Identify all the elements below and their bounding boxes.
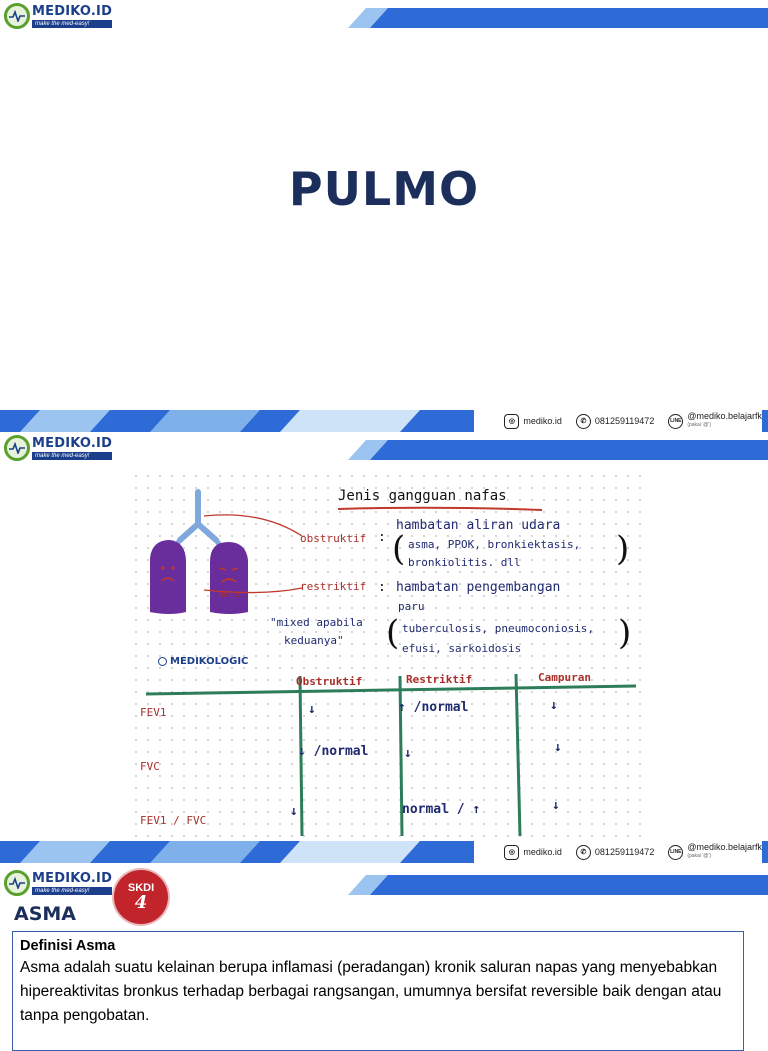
restriktif-colon: : — [378, 580, 386, 595]
handwritten-notes: bete Jenis gangguan nafas obstruktif : h… — [130, 470, 642, 840]
obstruktif-colon: : — [378, 530, 386, 545]
mediko-logo: MEDIKO.ID make the med-easy! — [4, 3, 113, 29]
line-icon: LINE — [668, 844, 684, 860]
slide-footer: ◎mediko.id ✆081259119472 LINE@mediko.bel… — [0, 841, 768, 863]
restriktif-label: restriktif — [300, 580, 367, 593]
obstruktif-description: hambatan aliran udara — [396, 518, 561, 533]
fev1-campuran: ↓ — [550, 698, 558, 713]
obstruktif-brace-open: ( — [392, 529, 406, 569]
header-campuran: Campuran — [538, 671, 591, 684]
pointer-arrows — [203, 514, 303, 594]
heading-underline — [337, 506, 543, 511]
definition-box: Definisi Asma Asma adalah suatu kelainan… — [12, 931, 744, 1051]
logo-name: MEDIKO.ID — [32, 3, 113, 19]
fev1-restriktif: ↑ /normal — [398, 700, 469, 715]
slide-pulmo: MEDIKO.ID make the med-easy! PULMO ◎medi… — [0, 0, 768, 432]
whatsapp-icon: ✆ — [575, 413, 591, 429]
lung-emotion-label: bete — [218, 590, 240, 600]
ratio-restriktif: normal / ↑ — [402, 802, 481, 817]
restriktif-brace-close: ) — [618, 613, 632, 653]
instagram-contact[interactable]: ◎mediko.id — [504, 413, 562, 429]
restriktif-description-1: hambatan pengembangan — [396, 580, 561, 595]
restriktif-examples-2: efusi, sarkoidosis — [402, 642, 522, 655]
restriktif-brace-open: ( — [386, 613, 400, 653]
notes-heading: Jenis gangguan nafas — [338, 488, 507, 504]
line-contact[interactable]: LINE@mediko.belajarfk(pakai '@') — [668, 411, 762, 429]
skdi-level: 4 — [134, 892, 148, 913]
fev1-obstruktif: ↓ — [308, 702, 316, 717]
header-stripe — [348, 440, 768, 460]
fvc-campuran: ↓ — [554, 740, 562, 755]
lungs-illustration — [150, 489, 248, 614]
line-contact[interactable]: LINE@mediko.belajarfk(pakai '@') — [668, 842, 762, 860]
obstruktif-examples-1: asma, PPOK, bronkiektasis, — [408, 538, 581, 551]
obstruktif-examples-2: bronkiolitis. dll — [408, 556, 521, 569]
logo-name: MEDIKO.ID — [32, 870, 113, 886]
medikologic-badge: MEDIKOLOGIC — [158, 656, 248, 667]
fvc-obstruktif: ↓ /normal — [298, 744, 369, 759]
skdi-label: SKDI — [127, 882, 155, 894]
mediko-logo: MEDIKO.ID make the med-easy! — [4, 435, 113, 461]
logo-tagline: make the med-easy! — [32, 886, 113, 895]
param-fvc: FVC — [140, 760, 160, 773]
header-stripe — [348, 875, 768, 895]
whatsapp-contact[interactable]: ✆081259119472 — [575, 844, 654, 860]
slide-title: PULMO — [288, 162, 480, 216]
instagram-contact[interactable]: ◎mediko.id — [504, 844, 562, 860]
logo-tagline: make the med-easy! — [32, 451, 113, 460]
restriktif-description-2: paru — [398, 600, 425, 613]
lightbulb-icon — [158, 657, 167, 666]
logo-name: MEDIKO.ID — [32, 435, 113, 451]
param-fev1: FEV1 — [140, 706, 167, 719]
logo-tagline: make the med-easy! — [32, 19, 113, 28]
comparison-table-lines — [145, 673, 637, 837]
restriktif-examples-1: tuberculosis, pneumoconiosis, — [402, 622, 595, 635]
fvc-restriktif: ↓ — [404, 746, 412, 761]
mixed-note-2: keduanya" — [284, 634, 344, 647]
definition-title: Definisi Asma — [20, 938, 116, 954]
line-icon: LINE — [668, 413, 684, 429]
asma-title: ASMA — [14, 903, 77, 925]
obstruktif-label: obstruktif — [300, 532, 367, 545]
whatsapp-icon: ✆ — [575, 844, 591, 860]
obstruktif-brace-close: ) — [616, 529, 630, 569]
slide-footer: ◎mediko.id ✆081259119472 LINE@mediko.bel… — [0, 410, 768, 432]
skdi-badge: SKDI 4 — [114, 870, 168, 924]
mixed-note-1: "mixed apabila — [270, 616, 363, 629]
header-restriktif: Restriktif — [406, 673, 473, 686]
whatsapp-contact[interactable]: ✆081259119472 — [575, 413, 654, 429]
instagram-icon: ◎ — [504, 844, 520, 860]
logo-heartbeat-icon — [4, 435, 30, 461]
logo-heartbeat-icon — [4, 3, 30, 29]
mediko-logo: MEDIKO.ID make the med-easy! — [4, 870, 113, 896]
header-obstruktif: Obstruktif — [296, 675, 363, 688]
ratio-obstruktif: ↓ — [290, 804, 298, 819]
param-fev1-fvc: FEV1 / FVC — [140, 814, 207, 827]
logo-heartbeat-icon — [4, 870, 30, 896]
definition-body: Asma adalah suatu kelainan berupa inflam… — [20, 959, 722, 1024]
instagram-icon: ◎ — [504, 413, 520, 429]
ratio-campuran: ↓ — [552, 798, 560, 813]
header-stripe — [348, 8, 768, 28]
